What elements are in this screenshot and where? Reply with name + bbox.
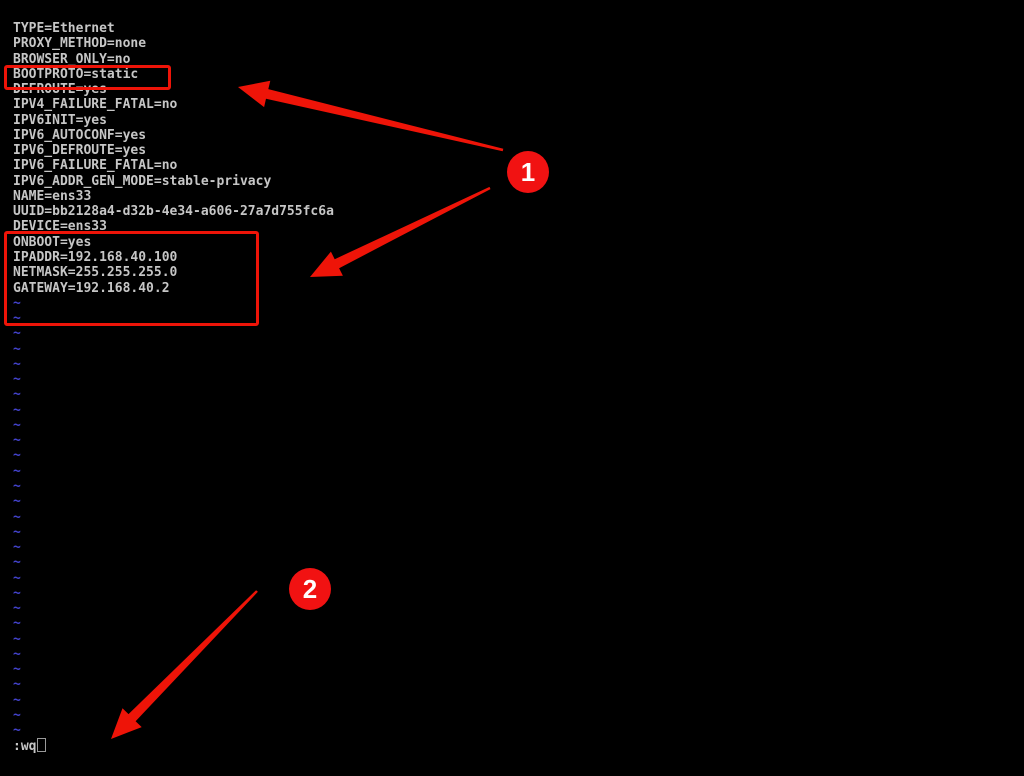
arrow-to-ip-config xyxy=(310,186,491,277)
callout-badge-1: 1 xyxy=(507,151,549,193)
vi-command-line: :wq xyxy=(13,738,47,754)
empty-buffer-tildes: ~ ~ ~ ~ ~ ~ ~ ~ ~ ~ ~ ~ ~ ~ ~ ~ ~ ~ ~ ~ … xyxy=(13,295,21,739)
editor-text-column: TYPE=Ethernet PROXY_METHOD=none BROWSER_… xyxy=(13,21,334,738)
text-cursor xyxy=(37,738,47,752)
callout-badge-2-label: 2 xyxy=(302,573,318,604)
callout-badge-2: 2 xyxy=(289,568,331,610)
config-file-content: TYPE=Ethernet PROXY_METHOD=none BROWSER_… xyxy=(13,21,334,296)
callout-badge-1-label: 1 xyxy=(520,156,536,187)
vi-command-text: :wq xyxy=(13,739,37,754)
